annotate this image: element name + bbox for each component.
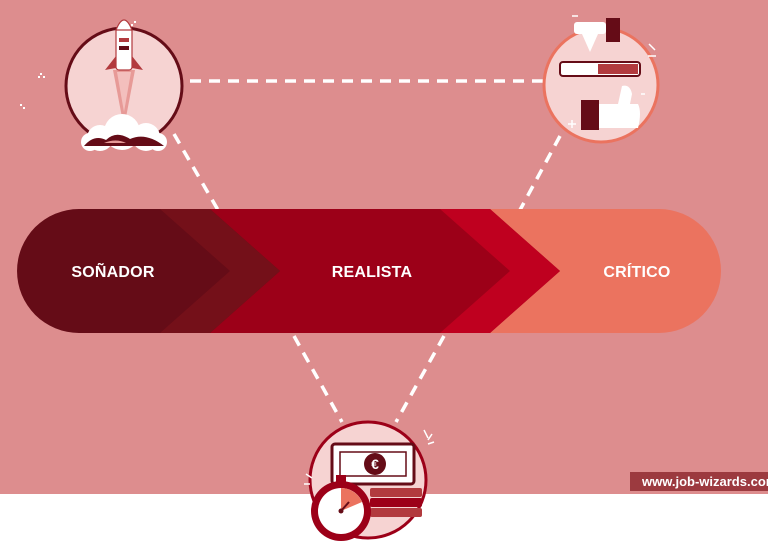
stage-critic-band xyxy=(470,209,721,333)
stage-label-dreamer: SOÑADOR xyxy=(71,264,155,281)
connector-right-lower xyxy=(394,335,446,423)
currency-coin xyxy=(364,453,386,475)
thumbs-feedback-icon xyxy=(542,15,660,144)
currency-symbol: € xyxy=(371,456,379,472)
connector-lines xyxy=(172,79,562,423)
stage-label-critic: CRÍTICO xyxy=(603,264,671,281)
stage-realist-band xyxy=(210,209,560,333)
connector-right-upper xyxy=(518,135,562,211)
stage-dreamer-arrow-shade xyxy=(160,209,280,333)
rocket-launch-icon xyxy=(64,19,184,151)
sparkle-decorations xyxy=(20,21,136,109)
money-stopwatch-icon: € xyxy=(304,420,435,541)
stage-pill xyxy=(17,209,721,333)
website-watermark: www.job-wizards.com xyxy=(630,472,768,491)
stage-label-realist: REALISTA xyxy=(331,264,413,281)
stage-realist-arrow-shade xyxy=(440,209,560,333)
connector-left-lower xyxy=(292,335,344,423)
connector-left-upper xyxy=(172,133,220,211)
